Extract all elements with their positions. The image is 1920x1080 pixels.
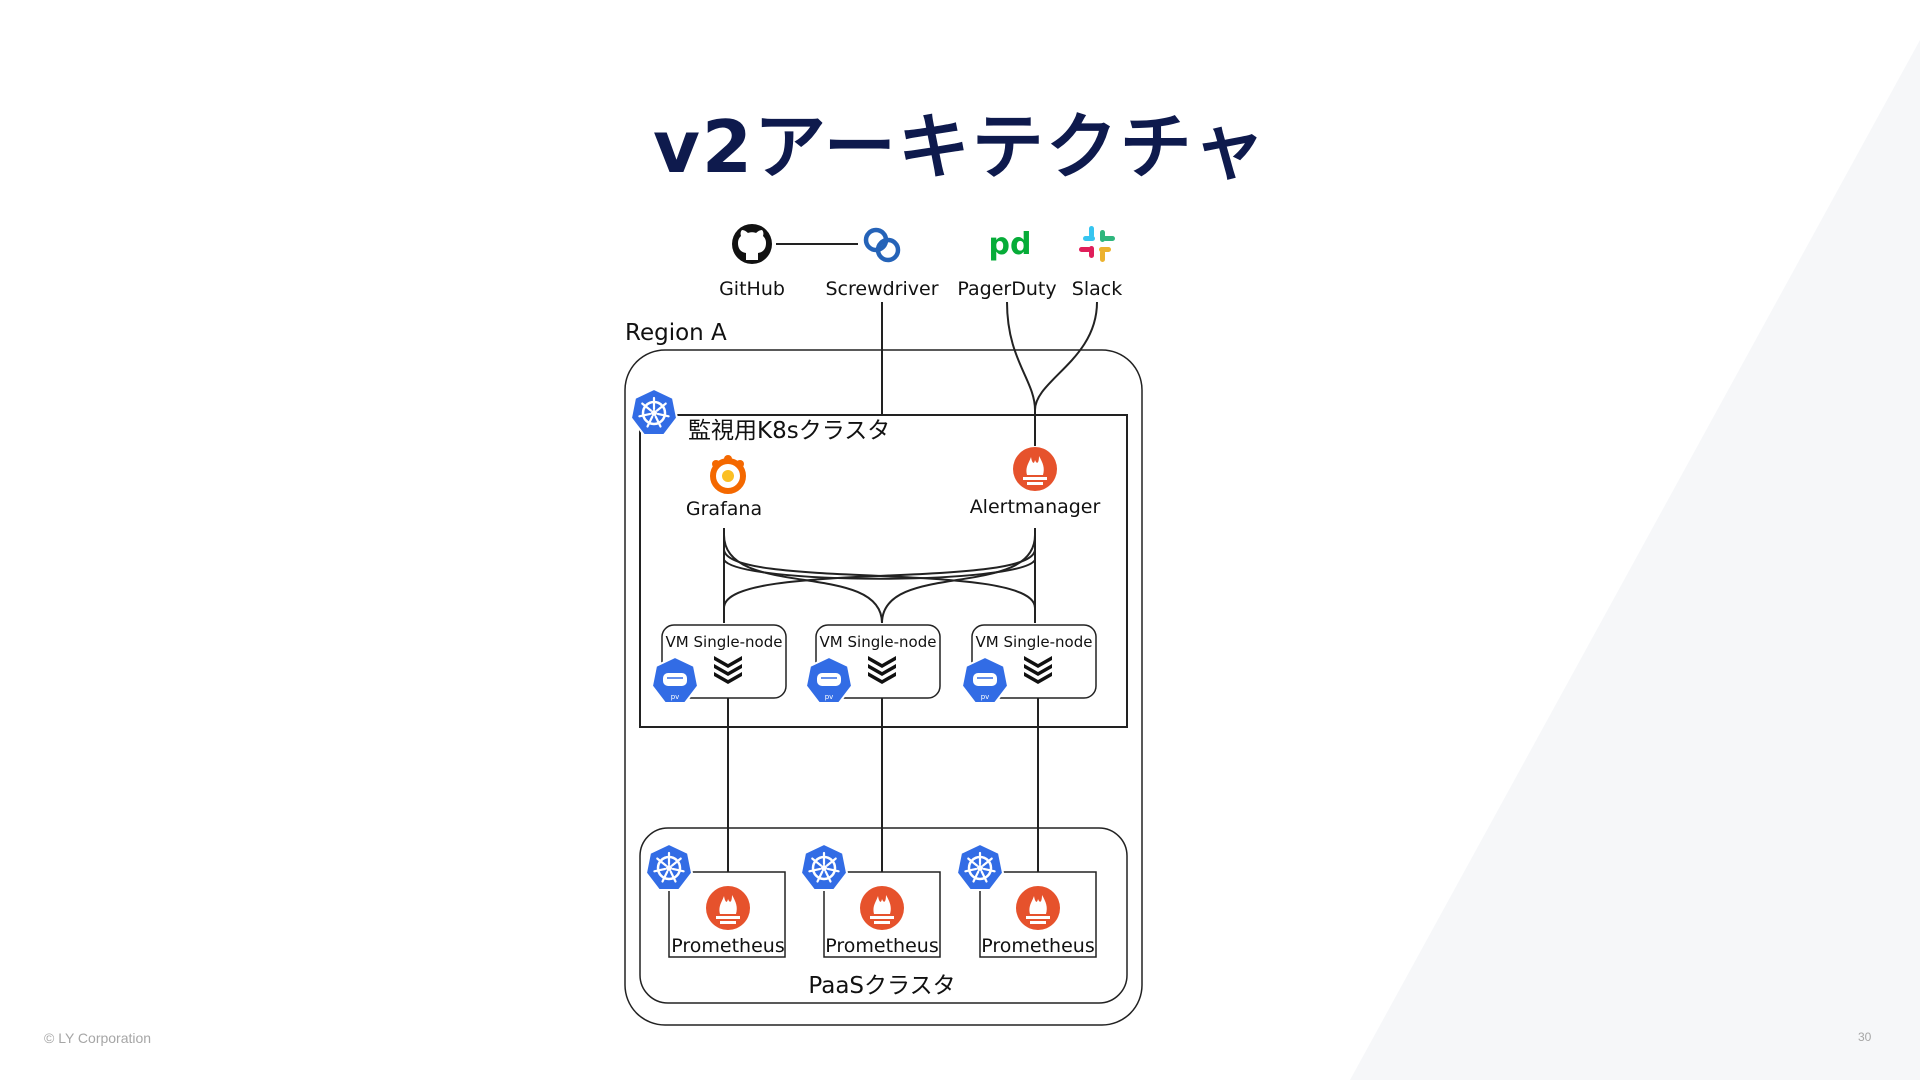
- vm-node-2: VM Single-node pv: [805, 624, 941, 704]
- screwdriver-icon: [863, 227, 901, 263]
- paas-cluster-label: PaaSクラスタ: [808, 973, 955, 999]
- github-icon: [732, 224, 772, 264]
- pv-label: pv: [825, 693, 834, 701]
- pagerduty-node: pd PagerDuty: [957, 227, 1056, 300]
- region-box: [624, 349, 1143, 1026]
- slack-icon: [1079, 226, 1115, 262]
- alertmanager-label: Alertmanager: [970, 496, 1101, 518]
- screwdriver-node: Screwdriver: [825, 227, 939, 300]
- pagerduty-icon: pd: [989, 227, 1032, 262]
- region-label: Region A: [625, 320, 727, 346]
- slack-node: Slack: [1072, 226, 1122, 300]
- slack-label: Slack: [1072, 278, 1122, 300]
- grafana-node: Grafana: [686, 455, 762, 520]
- pagerduty-label: PagerDuty: [957, 278, 1056, 300]
- alertmanager-icon: [1013, 447, 1057, 491]
- pv-label: pv: [671, 693, 680, 701]
- remote-write-lines: [727, 698, 1039, 886]
- external-services: GitHub Screwdriver pd PagerDuty: [719, 224, 1122, 300]
- prometheus-node-1: Prometheus: [644, 842, 786, 958]
- connection-lines: [776, 243, 1098, 446]
- alertmanager-node: Alertmanager: [970, 447, 1101, 518]
- kubernetes-icon: [644, 842, 694, 892]
- slack-alertmanager-line: [1034, 301, 1098, 446]
- github-node: GitHub: [719, 224, 785, 300]
- monitoring-cluster-box: [639, 414, 1128, 728]
- prometheus-icon: [706, 886, 750, 930]
- paas-cluster-box: [639, 827, 1128, 1004]
- pv-label: pv: [981, 693, 990, 701]
- pagerduty-alertmanager-line: [1006, 301, 1036, 446]
- slide-title: v2アーキテクチャ: [653, 105, 1267, 189]
- kubernetes-icon: [955, 842, 1005, 892]
- page-number: 30: [1858, 1030, 1872, 1044]
- vm-node-1: VM Single-node pv: [651, 624, 787, 704]
- prometheus-icon: [860, 886, 904, 930]
- prometheus-icon: [1016, 886, 1060, 930]
- footer-copyright: © LY Corporation: [44, 1030, 152, 1046]
- vm-node-label: VM Single-node: [666, 633, 783, 651]
- grafana-label: Grafana: [686, 498, 762, 520]
- monitoring-cluster-label: 監視用K8sクラスタ: [688, 418, 890, 444]
- kubernetes-icon: [799, 842, 849, 892]
- vm-node-3: VM Single-node pv: [961, 624, 1097, 704]
- grafana-icon: [710, 455, 746, 494]
- query-mesh-lines: [723, 528, 1036, 624]
- vm-node-label: VM Single-node: [820, 633, 937, 651]
- prometheus-node-2: Prometheus: [799, 842, 941, 958]
- prometheus-label: Prometheus: [825, 935, 938, 957]
- vm-node-label: VM Single-node: [976, 633, 1093, 651]
- kubernetes-icon: [629, 387, 679, 437]
- github-label: GitHub: [719, 278, 785, 300]
- prometheus-label: Prometheus: [671, 935, 784, 957]
- prometheus-node-3: Prometheus: [955, 842, 1097, 958]
- prometheus-label: Prometheus: [981, 935, 1094, 957]
- screwdriver-label: Screwdriver: [825, 278, 938, 300]
